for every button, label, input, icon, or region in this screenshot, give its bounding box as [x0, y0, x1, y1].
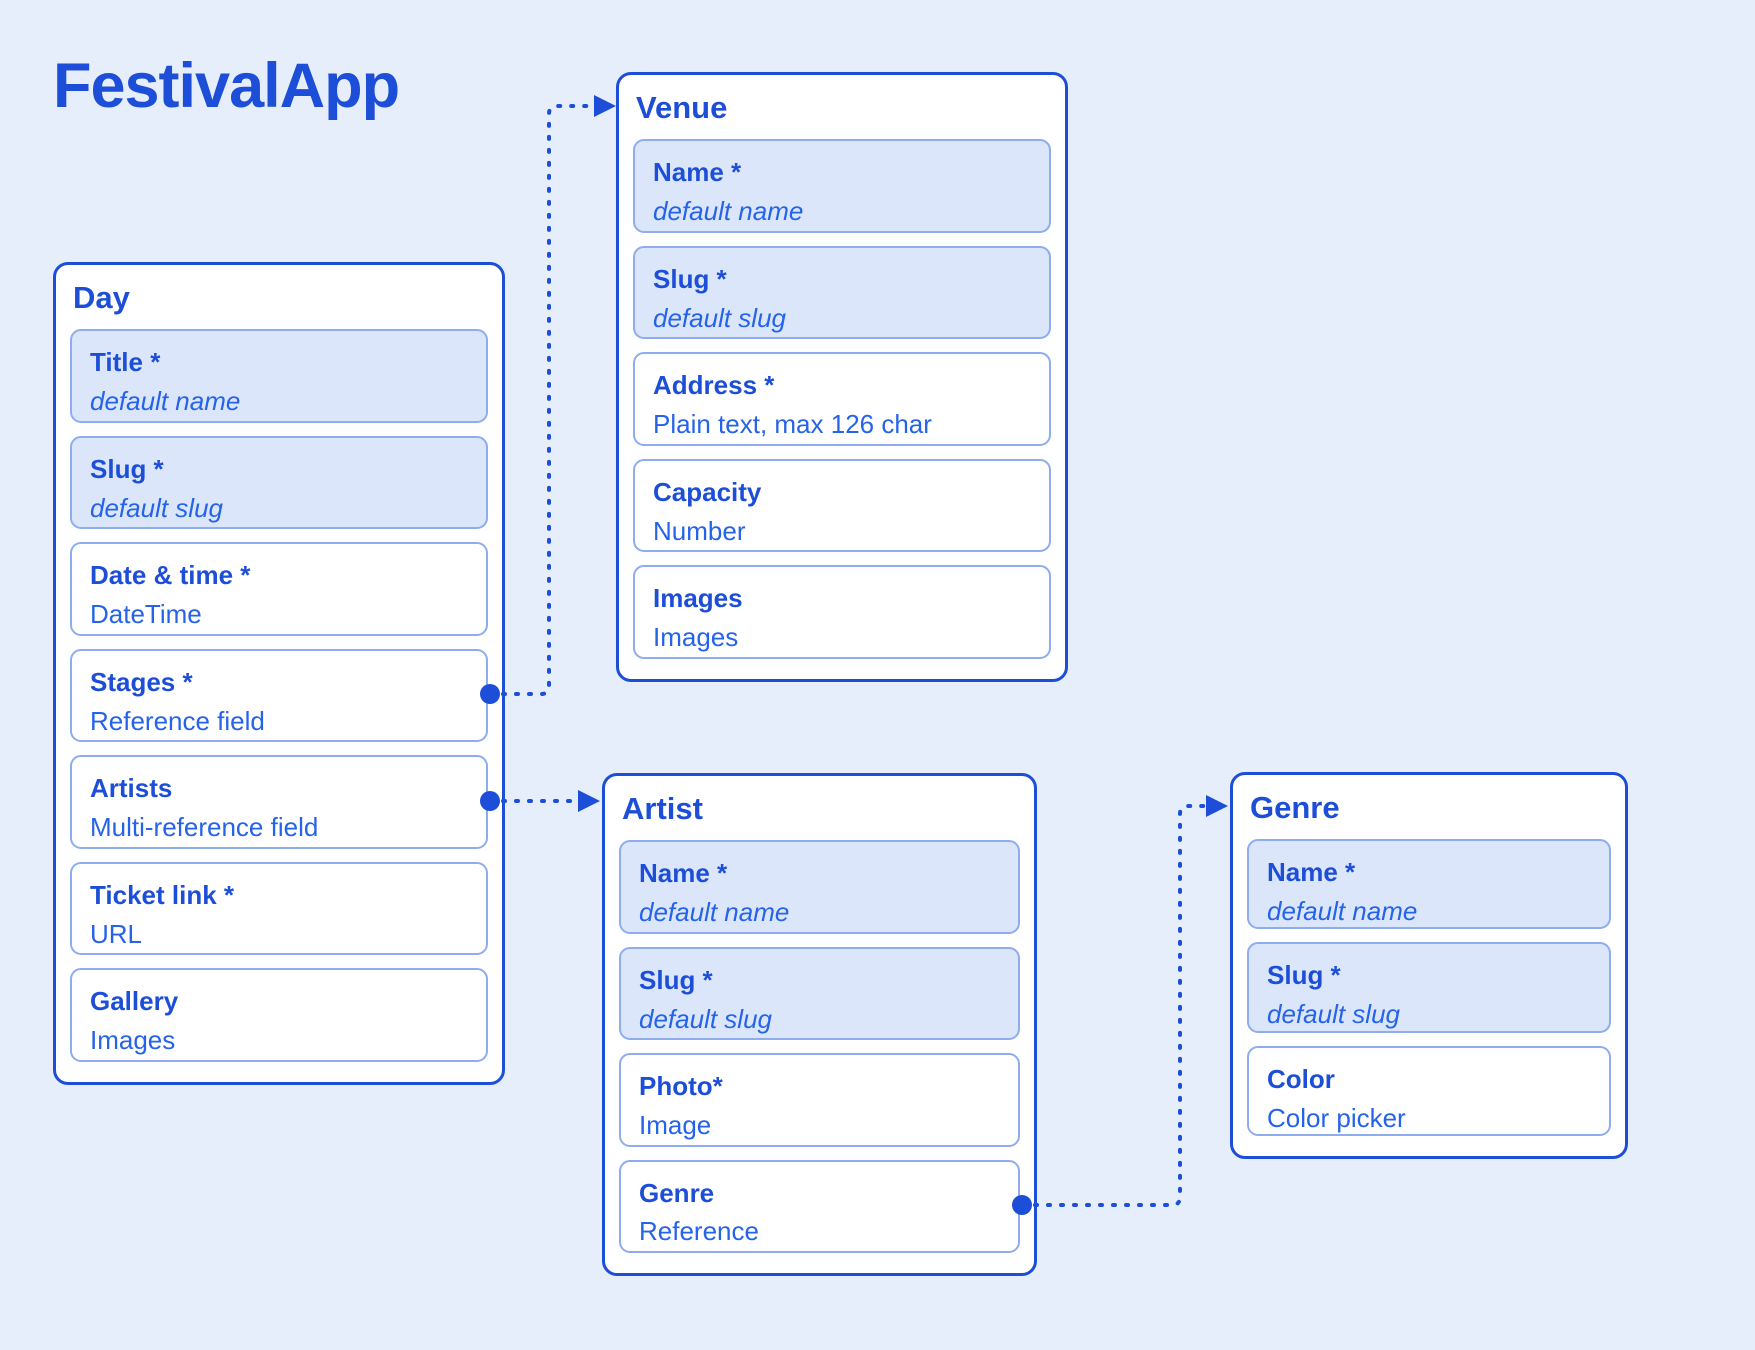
entity-title-genre: Genre — [1250, 790, 1340, 825]
field-day-datetime[interactable]: Date & time * DateTime — [70, 542, 488, 636]
field-label: Address * — [653, 370, 775, 401]
field-label: Date & time * — [90, 560, 251, 591]
field-day-ticket-link[interactable]: Ticket link * URL — [70, 861, 488, 956]
field-value: default name — [639, 897, 790, 928]
field-value: Plain text, max 126 char — [653, 409, 932, 440]
field-day-stages[interactable]: Stages * Reference field — [70, 648, 488, 743]
entity-title-artist: Artist — [622, 791, 703, 826]
field-value: Multi-reference field — [90, 812, 319, 843]
field-day-title[interactable]: Title * default name — [70, 329, 488, 423]
field-artist-slug[interactable]: Slug * default slug — [619, 946, 1020, 1041]
field-label: Slug * — [653, 263, 727, 294]
field-day-artists[interactable]: Artists Multi-reference field — [70, 755, 488, 849]
field-value: Reference — [639, 1216, 759, 1247]
field-genre-color[interactable]: Color Color picker — [1247, 1045, 1611, 1136]
field-artist-photo[interactable]: Photo* Image — [619, 1053, 1020, 1147]
field-value: DateTime — [90, 599, 202, 630]
entity-title-venue: Venue — [636, 90, 728, 125]
field-venue-address[interactable]: Address * Plain text, max 126 char — [633, 352, 1051, 446]
field-label: Slug * — [1267, 960, 1341, 991]
arrow-head-icon — [1206, 795, 1228, 817]
field-day-gallery[interactable]: Gallery Images — [70, 968, 488, 1063]
arrow-head-icon — [594, 95, 616, 117]
field-label: Photo* — [639, 1071, 723, 1102]
field-artist-genre[interactable]: Genre Reference — [619, 1159, 1020, 1253]
field-label: Title * — [90, 347, 161, 378]
field-value: default slug — [90, 492, 223, 523]
field-label: Name * — [1267, 857, 1356, 888]
arrow-head-icon — [578, 790, 600, 812]
field-venue-name[interactable]: Name * default name — [633, 139, 1051, 233]
entity-card-day[interactable]: Day Title * default name Slug * default … — [53, 262, 505, 1085]
field-value: Images — [653, 622, 739, 653]
field-label: Slug * — [90, 453, 164, 484]
field-label: Name * — [653, 157, 742, 188]
field-venue-slug[interactable]: Slug * default slug — [633, 245, 1051, 340]
field-value: Color picker — [1267, 1102, 1406, 1133]
field-label: Name * — [639, 858, 728, 889]
entity-card-venue[interactable]: Venue Name * default name Slug * default… — [616, 72, 1068, 682]
field-label: Capacity — [653, 476, 762, 507]
field-genre-name[interactable]: Name * default name — [1247, 839, 1611, 930]
field-value: Image — [639, 1109, 712, 1140]
field-value: default slug — [639, 1003, 772, 1034]
field-label: Images — [653, 583, 743, 614]
field-label: Ticket link * — [90, 879, 235, 910]
field-value: default name — [1267, 896, 1418, 927]
entity-card-artist[interactable]: Artist Name * default name Slug * defaul… — [602, 773, 1037, 1276]
field-day-slug[interactable]: Slug * default slug — [70, 435, 488, 530]
field-value: Number — [653, 515, 746, 546]
connector-genre-to-genre — [1012, 795, 1228, 1215]
field-label: Stages * — [90, 666, 193, 697]
entity-card-genre[interactable]: Genre Name * default name Slug * default… — [1230, 772, 1628, 1159]
field-label: Slug * — [639, 964, 713, 995]
field-genre-slug[interactable]: Slug * default slug — [1247, 942, 1611, 1033]
field-value: default slug — [653, 302, 786, 333]
field-value: Reference field — [90, 705, 265, 736]
field-artist-name[interactable]: Name * default name — [619, 840, 1020, 934]
field-value: default name — [653, 196, 804, 227]
app-title: FestivalApp — [53, 51, 400, 121]
field-label: Genre — [639, 1177, 715, 1208]
entity-title-day: Day — [73, 280, 130, 315]
field-label: Artists — [90, 773, 173, 804]
field-value: Images — [90, 1025, 176, 1056]
field-value: default slug — [1267, 999, 1400, 1030]
field-venue-capacity[interactable]: Capacity Number — [633, 458, 1051, 553]
field-label: Gallery — [90, 986, 179, 1017]
field-label: Color — [1267, 1063, 1335, 1094]
field-value: URL — [90, 918, 143, 949]
field-venue-images[interactable]: Images Images — [633, 565, 1051, 659]
field-value: default name — [90, 386, 241, 417]
